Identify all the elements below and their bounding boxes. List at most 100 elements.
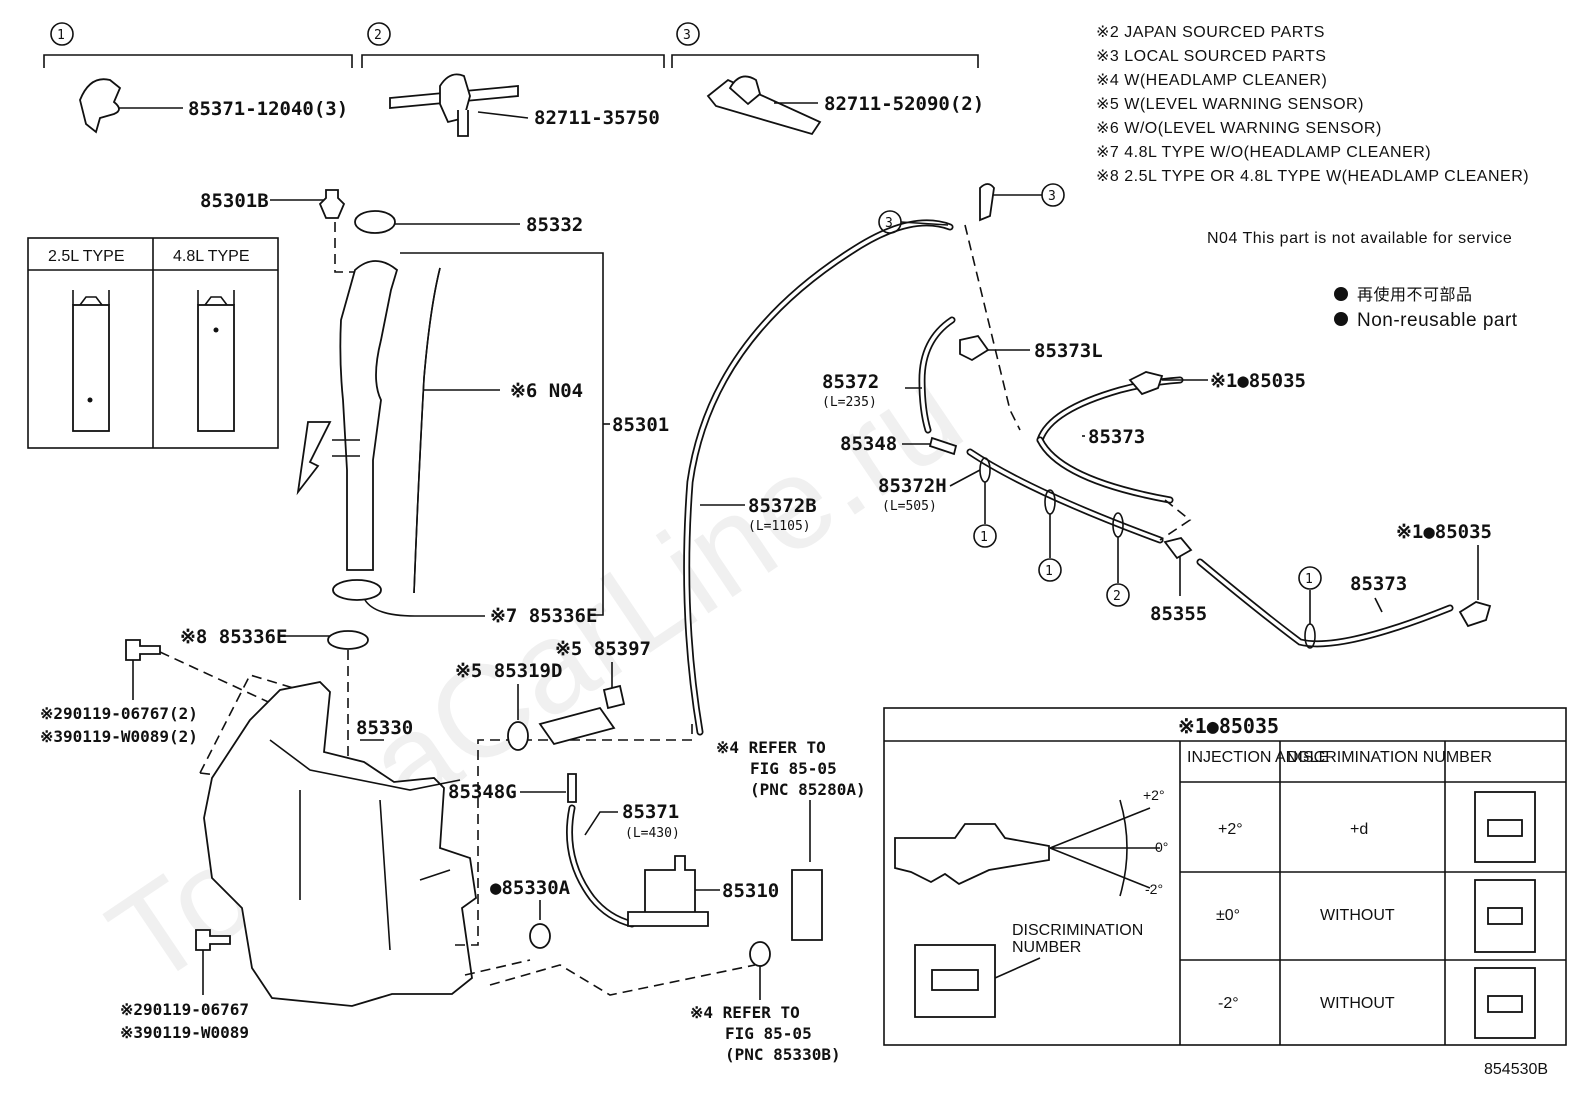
label-85373L: 85373L <box>1034 340 1103 362</box>
seal-85336E-icon <box>332 579 382 601</box>
note-6: ※6 W/O(LEVEL WARNING SENSOR) <box>1096 120 1382 137</box>
group-header-2-part: 82711-35750 <box>534 107 660 129</box>
grommet-85319D-icon <box>507 721 529 751</box>
ref2-line2: FIG 85-05 <box>725 1024 812 1043</box>
nozzle-table: ※1●85035 INJECTION ANGLE DISCRIMINATION … <box>883 707 1567 1046</box>
note-4: ※4 W(HEADLAMP CLEANER) <box>1096 72 1327 89</box>
tube-clip-icon <box>706 78 822 136</box>
note-2: ※2 JAPAN SOURCED PARTS <box>1096 24 1325 41</box>
group-header-3-num: 3 <box>683 28 691 43</box>
label-85397: ※5 85397 <box>555 638 651 660</box>
legend-jp: 再使用不可部品 <box>1357 286 1473 304</box>
type-box: 2.5L TYPE 4.8L TYPE <box>27 237 279 449</box>
label-85372B-len: (L=1105) <box>748 519 811 534</box>
row3-angle: -2° <box>1218 995 1239 1012</box>
group-header-1-part: 85371-12040(3) <box>188 98 348 120</box>
group-header-1-num: 1 <box>57 28 65 43</box>
connector-icon <box>1474 967 1536 1039</box>
label-85372: 85372 <box>822 371 879 393</box>
nozzle-table-title: ※1●85035 <box>1178 714 1279 738</box>
svg-text:1: 1 <box>980 530 988 545</box>
label-85336E-8: ※8 85336E <box>180 626 287 648</box>
label-85332: 85332 <box>526 214 583 236</box>
label-85336E-7: ※7 85336E <box>490 605 597 627</box>
joint-85373L-icon <box>959 334 990 362</box>
view-arrow-icon <box>296 421 332 496</box>
row2-number: WITHOUT <box>1320 907 1395 924</box>
note-5: ※5 W(LEVEL WARNING SENSOR) <box>1096 96 1364 113</box>
label-85330A: ●85330A <box>490 877 571 899</box>
grommet-85330A-icon <box>529 923 551 949</box>
label-85372-len: (L=235) <box>822 395 877 410</box>
legend-en: Non-reusable part <box>1357 310 1518 331</box>
connector-icon <box>914 944 996 1018</box>
seal-85336E-8-icon <box>327 630 369 650</box>
label-bolt-a1: ※290119-06767(2) <box>40 704 198 723</box>
disc-label-line1: DISCRIMINATION <box>1012 922 1143 939</box>
svg-text:3: 3 <box>1048 189 1056 204</box>
clip-85301B-icon <box>318 189 346 219</box>
notes-list: ※2 JAPAN SOURCED PARTS ※3 LOCAL SOURCED … <box>1096 24 1529 185</box>
label-N04: ※6 N04 <box>510 380 583 402</box>
ref2-line3: (PNC 85330B) <box>725 1045 841 1064</box>
level-sensor-85397 <box>538 706 616 746</box>
reservoir-tank: ※8 85336E ※290119-06767(2) ※390119-W0089… <box>40 626 693 1042</box>
filler-pipe-4-8l <box>197 304 235 432</box>
callout-1c <box>1298 566 1322 590</box>
label-85301B: 85301B <box>200 190 269 212</box>
spray-angle-zero: 0° <box>1155 839 1168 855</box>
joint-85355-icon <box>1163 536 1193 560</box>
svg-text:3: 3 <box>885 216 893 231</box>
label-85348: 85348 <box>840 433 897 455</box>
clip-icon <box>79 78 122 134</box>
figure-id: 854530B <box>1484 1061 1548 1078</box>
label-85373-a: 85373 <box>1088 426 1145 448</box>
n04-note: N04 This part is not available for servi… <box>1207 230 1512 247</box>
label-85372B: 85372B <box>748 495 817 517</box>
row2-angle: ±0° <box>1216 907 1240 924</box>
label-85035-a: ※1●85035 <box>1210 370 1306 392</box>
spray-angle-minus: -2° <box>1145 881 1163 897</box>
type-col-2-5l: 2.5L TYPE <box>48 248 125 265</box>
row3-number: WITHOUT <box>1320 995 1395 1012</box>
label-bolt-a2: ※390119-W0089(2) <box>40 727 198 746</box>
label-85319D: ※5 85319D <box>455 660 562 682</box>
filler-pipe-2-5l <box>72 304 110 432</box>
bullet-icon <box>1334 287 1348 301</box>
callout-1b <box>1038 558 1062 582</box>
header-discrimination-number: DISCRIMINATION NUMBER <box>1287 749 1492 766</box>
spray-angle-plus: +2° <box>1143 787 1165 803</box>
label-85348G: 85348G <box>448 781 517 803</box>
callout-2 <box>1106 583 1130 607</box>
clip-3-icon <box>979 183 995 222</box>
label-85372H: 85372H <box>878 475 947 497</box>
label-85355: 85355 <box>1150 603 1207 625</box>
label-85371-len: (L=430) <box>625 826 680 841</box>
note-8: ※8 2.5L TYPE OR 4.8L TYPE W(HEADLAMP CLE… <box>1096 168 1529 185</box>
pump-85280A <box>791 869 823 941</box>
disc-label-line2: NUMBER <box>1012 939 1081 956</box>
pump-85310 <box>644 855 696 915</box>
svg-text:1: 1 <box>1305 572 1313 587</box>
hose-routing: 85372B (L=1105) 3 3 85373L 85372 (L=235)… <box>683 183 1492 736</box>
header-injection-angle: INJECTION ANGLE <box>1187 749 1329 766</box>
row1-angle: +2° <box>1218 821 1243 838</box>
filler-pipe-85301 <box>339 260 399 571</box>
group-header-3: 3 82711-52090(2) <box>671 22 984 136</box>
note-7: ※7 4.8L TYPE W/O(HEADLAMP CLEANER) <box>1096 144 1431 161</box>
bullet-icon <box>1334 312 1348 326</box>
filler-assembly: 85301B 85332 ※6 N04 85301 ※7 85336E <box>200 189 669 627</box>
label-85373-b: 85373 <box>1350 573 1407 595</box>
nozzle-icon <box>894 823 1050 886</box>
group-header-2-num: 2 <box>374 28 382 43</box>
joint-85348-icon <box>928 436 958 456</box>
ref2-line1: ※4 REFER TO <box>690 1003 800 1022</box>
ref1-line1: ※4 REFER TO <box>716 738 826 757</box>
group-header-3-part: 82711-52090(2) <box>824 93 984 115</box>
label-bolt-b2: ※390119-W0089 <box>120 1023 249 1042</box>
row1-number: +d <box>1350 821 1368 838</box>
connector-icon <box>1474 791 1536 863</box>
connector-icon <box>1474 879 1536 953</box>
note-3: ※3 LOCAL SOURCED PARTS <box>1096 48 1326 65</box>
